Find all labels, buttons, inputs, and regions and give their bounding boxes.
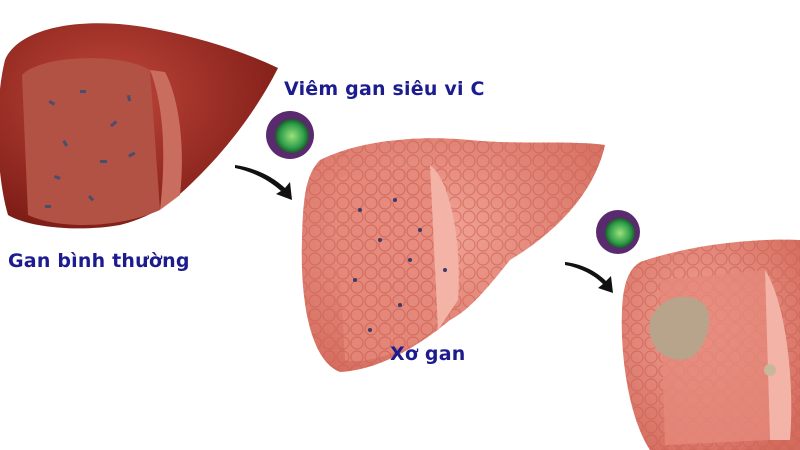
normal-liver [0, 23, 278, 229]
hepatitis-c-virus-icon [266, 111, 314, 159]
tumor [649, 296, 710, 360]
virus-label: Viêm gan siêu vi C [284, 78, 485, 100]
cirrhosis-label: Xơ gan [390, 343, 466, 365]
arrow-icon [565, 262, 613, 293]
hepatitis-c-virus-icon [596, 210, 640, 254]
normal-liver-label: Gan bình thường [8, 250, 190, 272]
arrow-icon [235, 165, 292, 200]
cirrhotic-liver [301, 138, 605, 372]
cirrhotic-liver-with-tumor [621, 239, 800, 450]
